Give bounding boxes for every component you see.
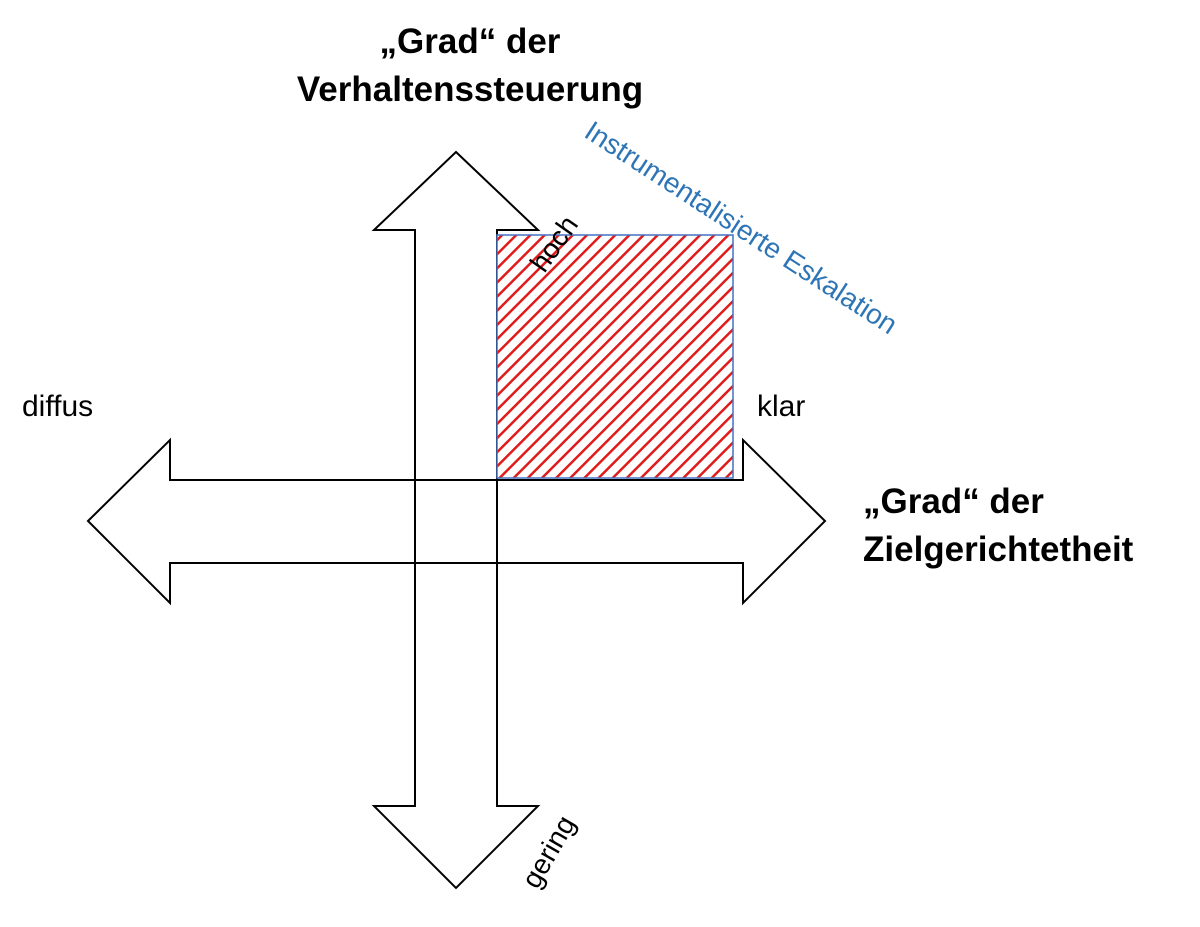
horizontal-axis-title: „Grad“ der Zielgerichtetheit bbox=[863, 478, 1133, 574]
vertical-axis-title: „Grad“ der Verhaltenssteuerung bbox=[250, 18, 690, 114]
horizontal-axis-title-line1: „Grad“ der bbox=[863, 482, 1044, 521]
vertical-axis-title-line2: Verhaltenssteuerung bbox=[296, 70, 644, 109]
instrumental-escalation-quadrant bbox=[496, 234, 734, 479]
horizontal-axis-title-line2: Zielgerichtetheit bbox=[863, 530, 1134, 569]
horizontal-axis-arrow bbox=[86, 437, 827, 606]
vertical-axis-title-line1: „Grad“ der bbox=[379, 22, 561, 61]
axis-label-klar: klar bbox=[757, 390, 806, 423]
axis-label-diffus: diffus bbox=[22, 390, 94, 423]
